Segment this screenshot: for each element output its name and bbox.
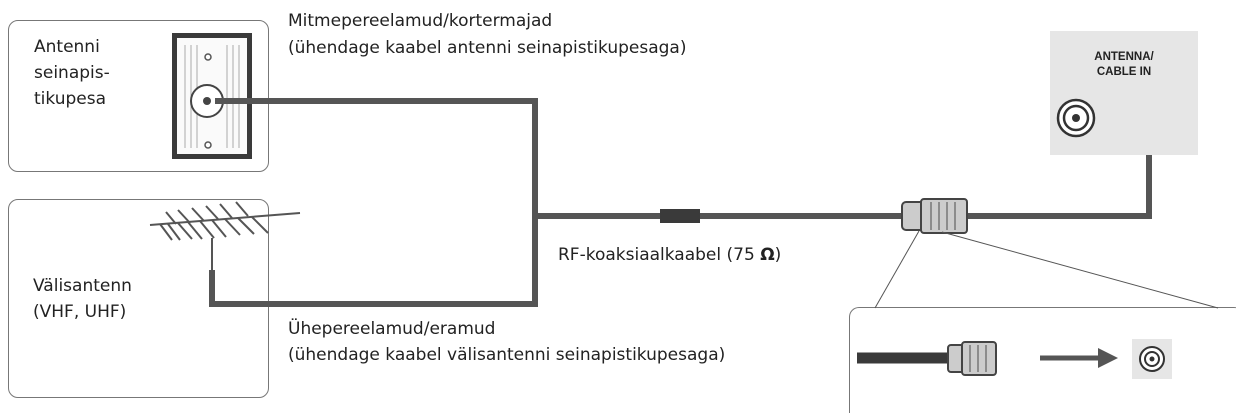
outdoor-antenna-icon: [149, 201, 301, 270]
f-connector-icon: [901, 198, 968, 234]
coax-cable-close: ): [774, 245, 782, 265]
ohm-symbol: Ω: [760, 245, 775, 265]
cable-ferrite: [660, 209, 700, 223]
coax-cable-text: RF-koaksiaalkaabel (75: [558, 245, 755, 265]
detail-port-icon: [1132, 339, 1172, 379]
wall-socket-icon: [172, 33, 252, 159]
detail-connector-icon: [857, 341, 997, 376]
outdoor-antenna-box: [8, 199, 269, 398]
detail-callout-lines: [874, 230, 1219, 309]
single-family-label: Ühepereelamud/eramud: [288, 319, 496, 339]
tv-port-label: ANTENNA/ CABLE IN: [1094, 51, 1154, 78]
tv-antenna-port: [1056, 98, 1096, 138]
detail-arrow-icon: [1040, 348, 1118, 368]
outdoor-antenna-label: Välisantenn (VHF, UHF): [33, 276, 132, 322]
multi-family-label: Mitmepereelamud/kortermajad: [288, 11, 553, 31]
coax-cable-label: RF-koaksiaalkaabel (75 Ω): [558, 242, 781, 268]
coax-cable: [209, 98, 1152, 307]
single-family-note: (ühendage kaabel välisantenni seinapisti…: [288, 345, 726, 365]
wall-socket-label: Antenni seinapis- tikupesa: [34, 37, 110, 109]
multi-family-note: (ühendage kaabel antenni seinapistikupes…: [288, 38, 687, 58]
